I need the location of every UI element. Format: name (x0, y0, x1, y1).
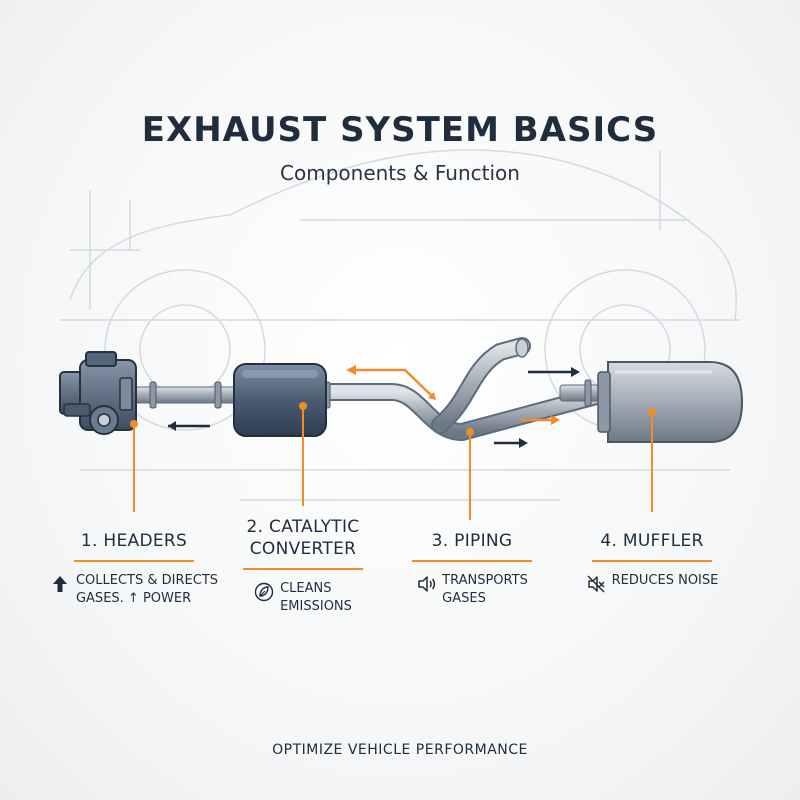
leader-lines (130, 402, 656, 520)
component-description: CLEANS EMISSIONS (213, 580, 393, 616)
component-divider (243, 568, 363, 570)
description-line: COLLECTS & DIRECTS (75, 573, 219, 588)
component-piping: 3. PIPING TRANSPORTS GASES (382, 530, 562, 608)
muffler-shape (597, 361, 744, 443)
up-arrow-icon (52, 576, 67, 592)
description-line: CLEANS (280, 581, 332, 596)
title-line: CONVERTER (249, 539, 357, 559)
component-muffler: 4. MUFFLER REDUCES NOISE (562, 530, 742, 594)
component-description: COLLECTS & DIRECTS GASES. ↑ POWER (44, 572, 224, 608)
component-divider (592, 560, 712, 562)
description-line: TRANSPORTS (442, 573, 528, 588)
title-line: 2. CATALYTIC (246, 517, 360, 537)
description-line: EMISSIONS (280, 599, 352, 614)
component-description: REDUCES NOISE (562, 572, 742, 594)
headers-engine (59, 351, 137, 435)
description-line: REDUCES NOISE (611, 573, 719, 588)
car-outline (60, 149, 740, 501)
component-catalytic-converter: 2. CATALYTIC CONVERTER CLEANS EMISSIONS (213, 516, 393, 616)
component-description: TRANSPORTS GASES (382, 572, 562, 608)
pipe-front (129, 386, 241, 404)
sound-icon (418, 576, 436, 592)
flow-arrows (168, 365, 580, 448)
description-line: GASES. ↑ POWER (75, 591, 192, 606)
description-line: GASES (442, 591, 486, 606)
footer-tagline: OPTIMIZE VEHICLE PERFORMANCE (272, 742, 528, 758)
component-title: 3. PIPING (431, 531, 513, 551)
leaf-icon (254, 582, 274, 602)
catalytic-converter-shape (233, 363, 327, 437)
component-title: 1. HEADERS (80, 531, 188, 551)
component-title: 2. CATALYTIC CONVERTER (213, 516, 393, 560)
page-title: EXHAUST SYSTEM BASICS (141, 110, 659, 150)
component-headers: 1. HEADERS COLLECTS & DIRECTS GASES. ↑ P… (44, 530, 224, 608)
noise-off-icon (587, 575, 605, 593)
component-divider (412, 560, 532, 562)
component-divider (74, 560, 194, 562)
page-subtitle: Components & Function (280, 161, 520, 185)
component-title: 4. MUFFLER (600, 531, 704, 551)
